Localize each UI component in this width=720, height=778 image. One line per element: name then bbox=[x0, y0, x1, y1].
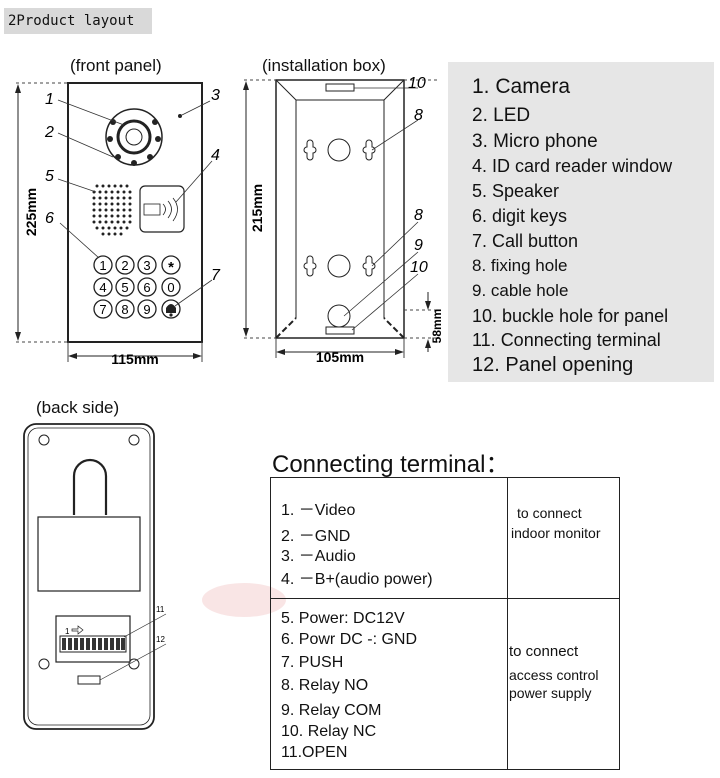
id-card-icon bbox=[143, 203, 161, 216]
group2-target-line3: power supply bbox=[509, 685, 592, 701]
box-height-label: 215mm bbox=[249, 184, 265, 232]
legend-item: 6. digit keys bbox=[472, 206, 568, 226]
key-9: 9 bbox=[143, 302, 150, 317]
callout-8-top: 8 bbox=[414, 107, 423, 124]
component-legend: 1. Camera 2. LED 3. Micro phone 4. ID ca… bbox=[448, 62, 714, 382]
wire-handle bbox=[72, 458, 108, 515]
buckle-hole-top bbox=[325, 83, 355, 92]
bell-icon bbox=[166, 304, 176, 313]
group1-target-line1: to connect bbox=[517, 505, 582, 521]
key-3: 3 bbox=[143, 258, 150, 273]
terminal-row: 10. Relay NC bbox=[281, 723, 377, 740]
group1-target-line2: indoor monitor bbox=[511, 525, 601, 541]
terminal-row: 1. －Video bbox=[281, 502, 356, 519]
back-side-caption: (back side) bbox=[36, 398, 120, 417]
key-star: * bbox=[168, 259, 174, 276]
panel-opening bbox=[77, 675, 101, 685]
installation-box: 10 8 8 9 10 215mm 105mm 58mm bbox=[243, 75, 444, 365]
legend-item: 1. Camera bbox=[472, 75, 571, 98]
key-5: 5 bbox=[121, 280, 128, 295]
front-panel-caption: (front panel) bbox=[70, 56, 162, 75]
key-1: 1 bbox=[99, 258, 106, 273]
key-8: 8 bbox=[121, 302, 128, 317]
group2-target-line1: to connect bbox=[509, 643, 579, 660]
callout-10-bottom: 10 bbox=[410, 259, 428, 276]
callout-1: 1 bbox=[45, 91, 54, 108]
callout-7: 7 bbox=[211, 267, 221, 284]
legend-item: 8. fixing hole bbox=[472, 256, 568, 275]
terminal-row: 2. －GND bbox=[281, 528, 351, 545]
front-panel: 1 2 3 * 4 5 6 0 7 8 9 1 2 3 bbox=[15, 82, 221, 367]
keypad: 1 2 3 * 4 5 6 0 7 8 9 bbox=[93, 255, 181, 319]
legend-item: 2. LED bbox=[472, 105, 531, 126]
front-height-label: 225mm bbox=[23, 188, 39, 236]
fixing-holes bbox=[303, 139, 376, 277]
legend-item: 5. Speaker bbox=[472, 181, 560, 201]
microphone-hole bbox=[178, 114, 182, 118]
cable-hole bbox=[327, 304, 351, 328]
legend-item: 9. cable hole bbox=[472, 281, 569, 300]
legend-item: 3. Micro phone bbox=[472, 131, 598, 152]
installation-box-caption: (installation box) bbox=[262, 56, 386, 75]
back-side: 1 11 12 bbox=[23, 423, 286, 730]
terminal-row: 5. Power: DC12V bbox=[281, 610, 405, 627]
terminal-row: 6. Powr DC -: GND bbox=[281, 631, 418, 648]
callout-8-bottom: 8 bbox=[414, 207, 423, 224]
callout-4: 4 bbox=[211, 147, 220, 164]
section-title: 2Product layout bbox=[4, 8, 152, 34]
terminal-pin-1-label: 1 bbox=[65, 627, 70, 636]
box-depth-label: 58mm bbox=[430, 309, 444, 344]
key-2: 2 bbox=[121, 258, 128, 273]
front-width-label: 115mm bbox=[111, 351, 158, 367]
terminal-row: 9. Relay COM bbox=[281, 702, 382, 719]
box-width-label: 105mm bbox=[316, 349, 364, 365]
legend-item: 12. Panel opening bbox=[472, 354, 634, 376]
callout-2: 2 bbox=[44, 124, 54, 141]
speaker-grille bbox=[92, 184, 132, 236]
legend-item: 11. Connecting terminal bbox=[472, 330, 661, 350]
connecting-terminal-table: 1. －Video 2. －GND 3. －Audio 4. －B+(audio… bbox=[270, 477, 620, 770]
buckle-hole-bottom bbox=[325, 326, 355, 335]
arrow-right-icon bbox=[71, 625, 84, 635]
key-7: 7 bbox=[99, 302, 106, 317]
terminal-row: 8. Relay NO bbox=[281, 677, 369, 694]
terminal-row: 11.OPEN bbox=[281, 744, 348, 761]
connecting-terminal-title: Connecting terminal： bbox=[272, 451, 510, 478]
callout-11: 11 bbox=[156, 605, 165, 614]
callout-6: 6 bbox=[45, 210, 54, 227]
key-0: 0 bbox=[167, 280, 174, 295]
terminal-row: 3. －Audio bbox=[281, 548, 356, 565]
terminal-row: 4. －B+(audio power) bbox=[281, 571, 433, 588]
callout-12: 12 bbox=[156, 635, 165, 644]
legend-item: 4. ID card reader window bbox=[472, 156, 673, 176]
watermark-logo bbox=[202, 583, 286, 617]
legend-item: 10. buckle hole for panel bbox=[472, 306, 669, 326]
legend-item: 7. Call button bbox=[472, 231, 579, 251]
terminal-row: 7. PUSH bbox=[281, 654, 344, 671]
callout-3: 3 bbox=[211, 87, 220, 104]
callout-9: 9 bbox=[414, 237, 423, 254]
key-6: 6 bbox=[143, 280, 150, 295]
key-4: 4 bbox=[99, 280, 106, 295]
callout-5: 5 bbox=[45, 168, 54, 185]
group2-target-line2: access control bbox=[509, 667, 599, 683]
callout-10-top: 10 bbox=[408, 75, 426, 92]
